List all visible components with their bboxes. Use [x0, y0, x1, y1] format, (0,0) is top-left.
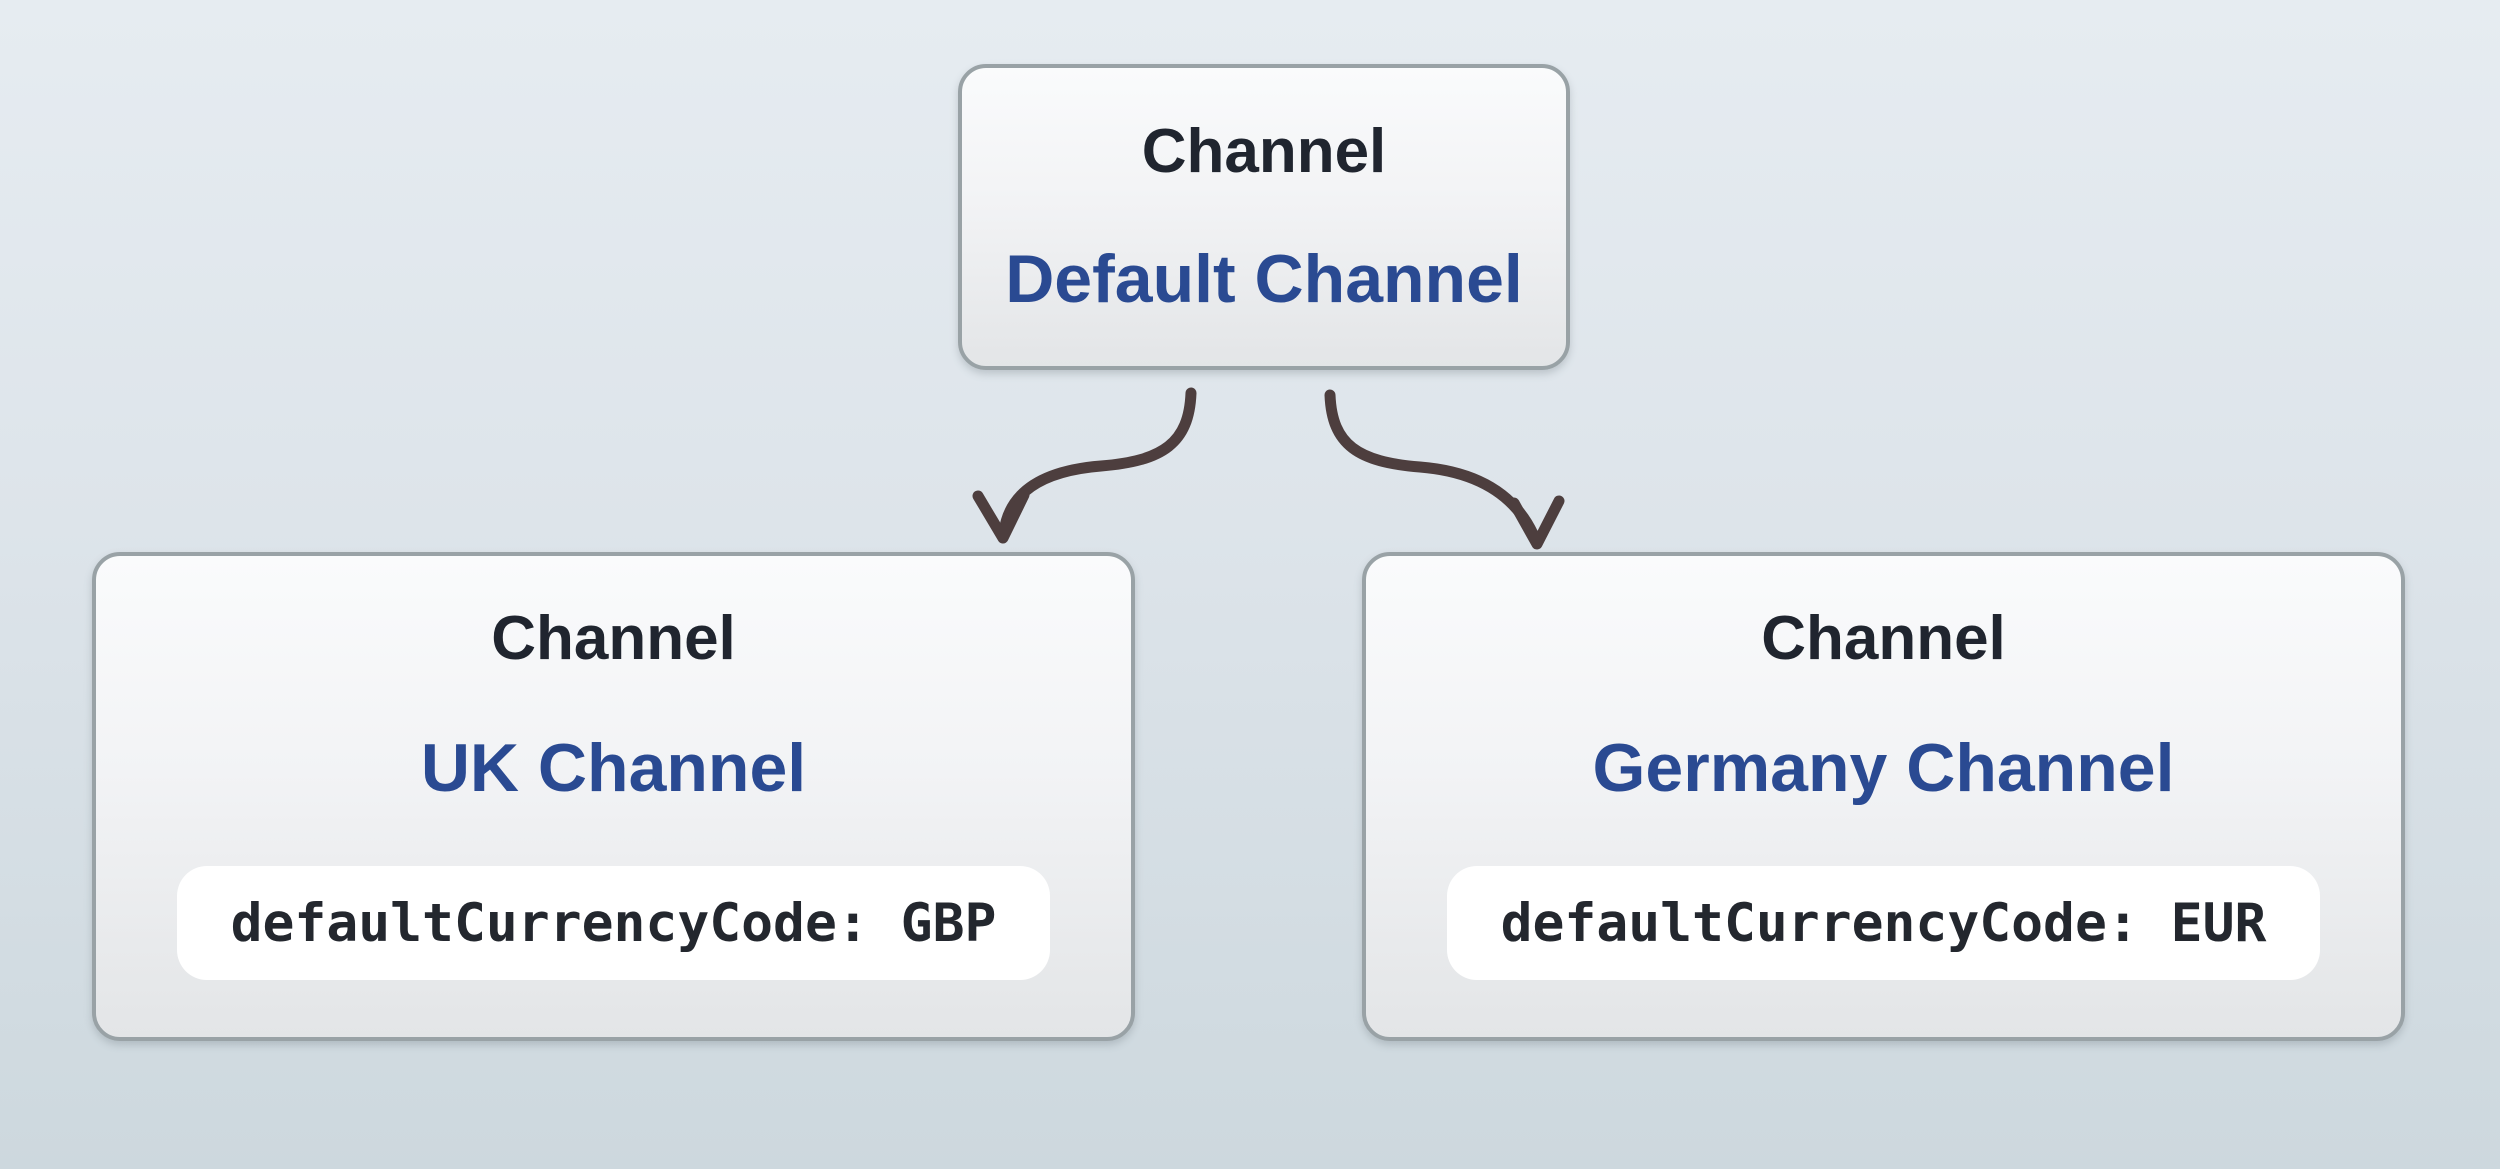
currency-code-text: defaultCurrencyCode: EUR: [1500, 892, 2267, 954]
node-uk-channel: Channel UK Channel defaultCurrencyCode: …: [92, 552, 1135, 1041]
node-type-label: Channel: [491, 604, 736, 673]
node-name-label: UK Channel: [420, 730, 807, 806]
node-germany-channel: Channel Germany Channel defaultCurrencyC…: [1362, 552, 2405, 1041]
arrow-root-to-germany-channel: [1324, 389, 1565, 550]
node-type-label: Channel: [1761, 604, 2006, 673]
currency-code-pill: defaultCurrencyCode: EUR: [1446, 866, 2321, 980]
currency-code-pill: defaultCurrencyCode: GBP: [176, 866, 1051, 980]
node-name-label: Default Channel: [1005, 241, 1523, 317]
node-default-channel: Channel Default Channel: [958, 64, 1570, 370]
currency-code-text: defaultCurrencyCode: GBP: [230, 892, 997, 954]
node-name-label: Germany Channel: [1592, 730, 2175, 806]
node-type-label: Channel: [1141, 117, 1387, 186]
arrow-root-to-uk-channel: [972, 387, 1197, 544]
